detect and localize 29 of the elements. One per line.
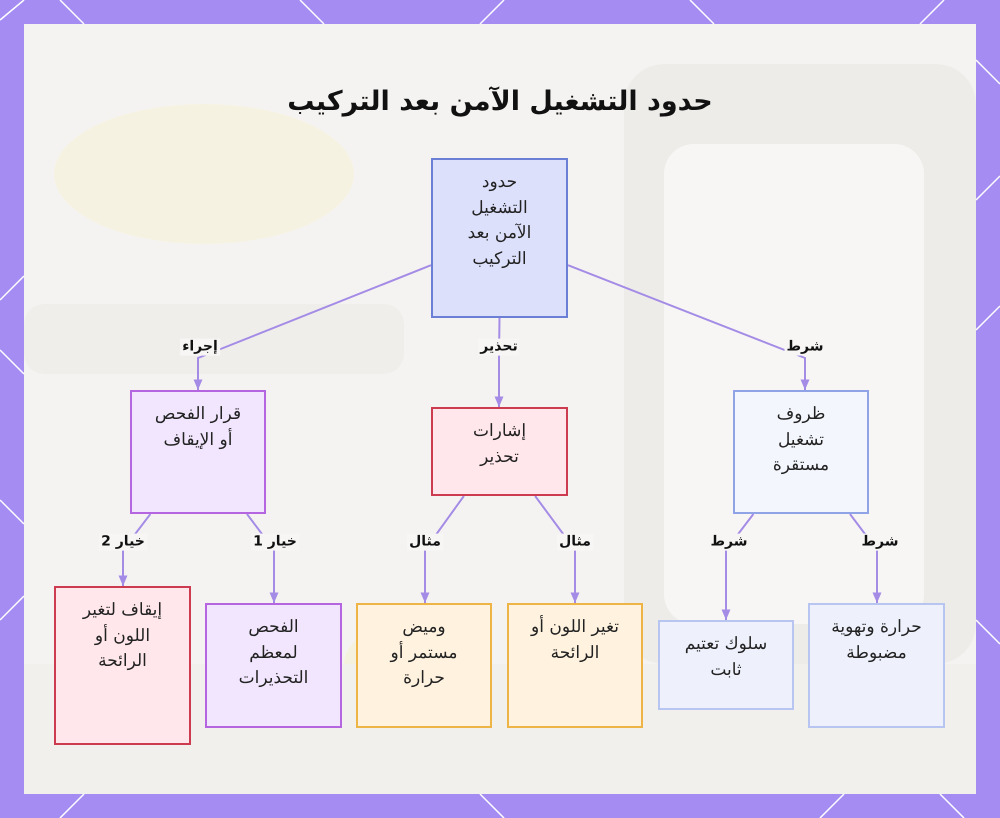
edge-label: تحذير (478, 338, 520, 356)
concept-box (658, 620, 794, 710)
concept-box (54, 586, 191, 745)
diagram-title: حدود التشغيل الآمن بعد التركيب (287, 86, 713, 117)
box-text: حدود التشغيل الآمن بعد التركيب (466, 171, 532, 270)
edge-label: خيار 1 (251, 534, 299, 550)
box-text: سلوك تعتيم ثابت (684, 633, 768, 682)
concept-box (808, 603, 945, 728)
connector-arrow (568, 264, 810, 390)
edge-label: خيار 2 (99, 534, 147, 550)
edge-label: مثال (407, 534, 443, 550)
box-text: ظروف تشغيل مستقرة (772, 403, 830, 477)
box-text: إشارات تحذير (472, 420, 528, 468)
edge-label: إجراء (180, 338, 220, 356)
box-text: إيقاف لتغير اللون أو الرائحة (81, 599, 164, 673)
concept-box (130, 390, 266, 514)
concept-box (356, 603, 492, 728)
concept-box (733, 390, 869, 514)
concept-box (205, 603, 342, 728)
connector-arrow (194, 264, 432, 390)
box-text: وميض مستمر أو حرارة (388, 616, 458, 690)
concept-box (431, 407, 568, 496)
box-text: حرارة وتهوية مضبوطة (830, 616, 923, 664)
box-text: تغير اللون أو الرائحة (529, 615, 620, 664)
concept-box (507, 603, 643, 728)
box-text: قرار الفحص أو الإيقاف (154, 403, 242, 452)
edge-label: مثال (557, 534, 593, 550)
box-text: الفحص لمعظم التحذيرات (238, 616, 310, 690)
concept-box (431, 158, 568, 318)
